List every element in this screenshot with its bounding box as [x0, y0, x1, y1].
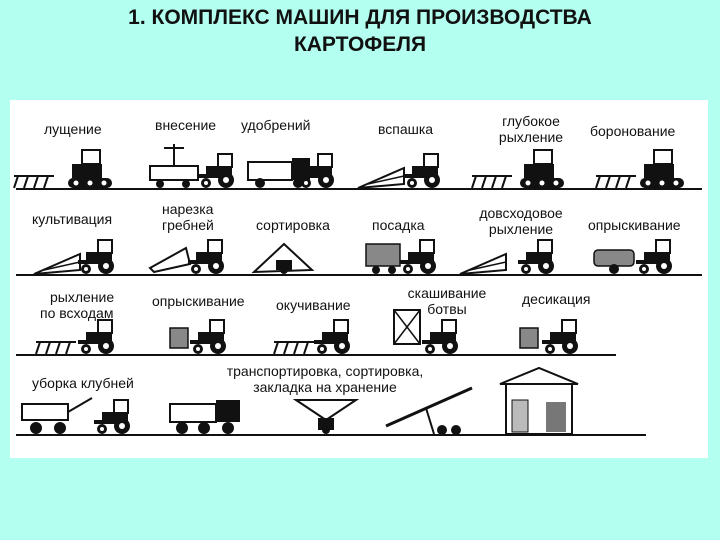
label-planting: посадка [372, 217, 425, 233]
machines-panel: лущение внесение удобрений вспашка глубо… [10, 100, 708, 458]
machines-illustration [13, 144, 685, 435]
label-fertilizing-2: удобрений [241, 117, 311, 133]
title-line-2: КАРТОФЕЛЯ [293, 33, 427, 56]
title-line-1: 1. КОМПЛЕКС МАШИН ДЛЯ ПРОИЗВОДСТВА [128, 6, 592, 29]
label-hilling: окучивание [276, 297, 351, 313]
ground-line-row3 [16, 354, 616, 356]
label-transport-1: транспортировка, сортировка, [226, 363, 424, 379]
label-spraying-2: опрыскивание [152, 293, 245, 309]
label-desiccation: десикация [522, 291, 591, 307]
label-husking: лущение [44, 121, 102, 137]
ground-line-row1 [16, 188, 702, 190]
label-transport-2: закладка на хранение [253, 379, 397, 395]
label-fertilizing-1: внесение [155, 117, 217, 133]
label-deep-loosening-2: рыхление [498, 129, 564, 145]
label-harrowing: боронование [590, 123, 676, 139]
label-ridge-2: гребней [162, 217, 214, 233]
label-spraying-1: опрыскивание [588, 217, 681, 233]
label-sorting: сортировка [256, 217, 330, 233]
ground-line-row2 [16, 274, 702, 276]
label-deep-loosening-1: глубокое [502, 113, 560, 129]
label-harvest: уборка клубней [32, 375, 134, 391]
label-plowing: вспашка [378, 121, 434, 137]
label-ridge-1: нарезка [162, 201, 214, 217]
label-preemergence-2: рыхление [488, 221, 554, 237]
label-haulm-2: ботвы [427, 301, 467, 317]
label-haulm-1: скашивание [407, 285, 487, 301]
label-post-loosening-2: по всходам [40, 305, 114, 321]
ground-line-row4 [16, 434, 646, 436]
slide-title: 1. КОМПЛЕКС МАШИН ДЛЯ ПРОИЗВОДСТВА КАРТО… [0, 4, 720, 58]
label-post-loosening-1: рыхление [50, 289, 115, 305]
label-preemergence-1: довсходовое [479, 205, 563, 221]
label-cultivation: культивация [32, 211, 113, 227]
